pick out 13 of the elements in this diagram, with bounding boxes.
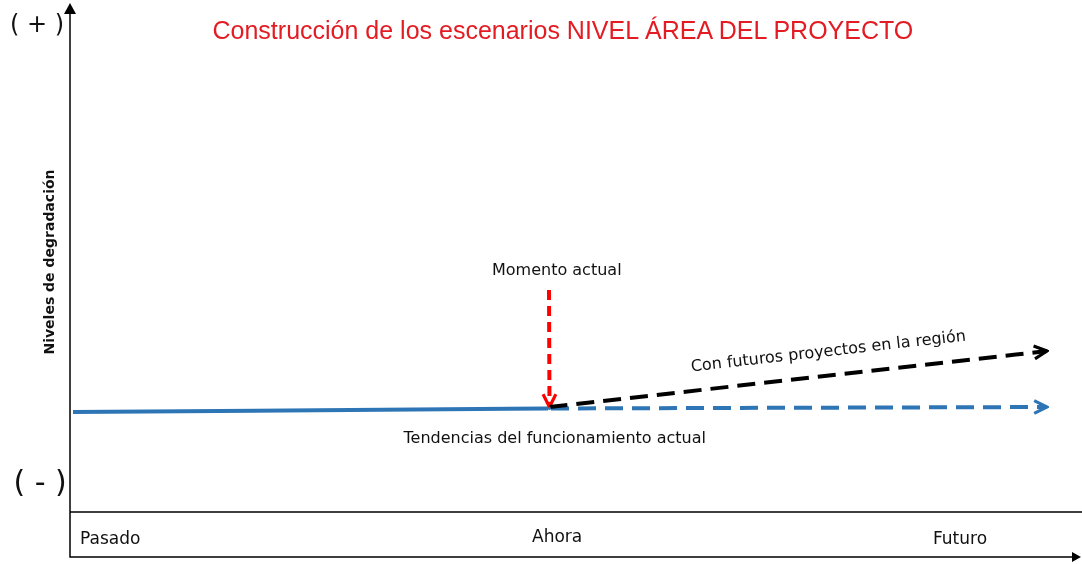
axis-max-label: ( + ) xyxy=(10,10,65,38)
axis-min-label: ( - ) xyxy=(13,464,67,499)
title: Construcción de los escenarios NIVEL ÁREA DEL PROYECTO xyxy=(212,16,914,45)
annotation-text: Momento actual xyxy=(492,260,622,279)
axis-title: Niveles de degradación xyxy=(40,169,57,355)
line-caption: Tendencias del funcionamiento actual xyxy=(403,428,706,447)
time-label: Futuro xyxy=(933,528,988,548)
time-label: Pasado xyxy=(80,528,141,548)
arrow xyxy=(549,344,1049,409)
arrow xyxy=(551,399,1049,416)
time-label: Ahora xyxy=(532,526,583,546)
arrow xyxy=(541,290,558,409)
junction-point xyxy=(547,406,551,410)
